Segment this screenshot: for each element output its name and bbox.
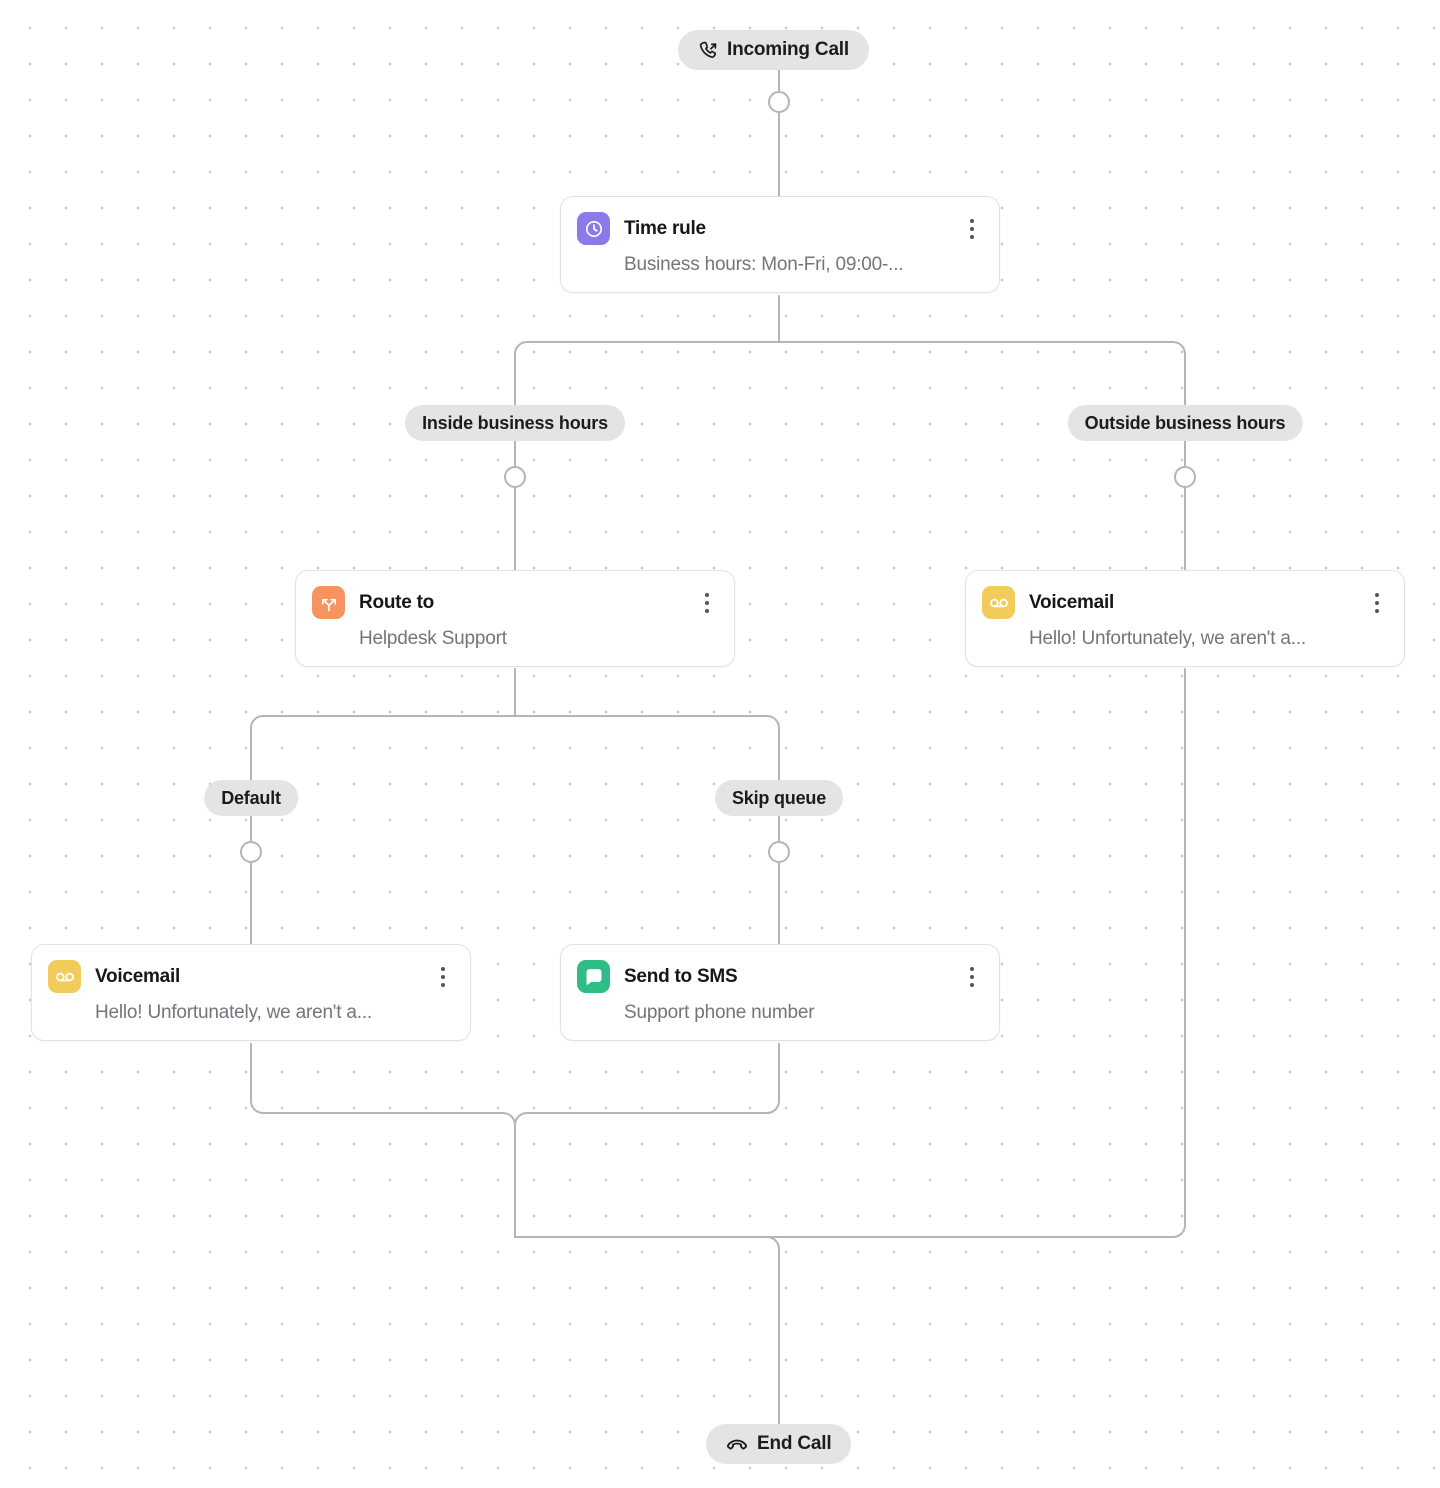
node-header: Send to SMS xyxy=(577,960,983,993)
node-subtitle: Business hours: Mon-Fri, 09:00-... xyxy=(624,254,904,275)
phone-hangup-icon xyxy=(726,1433,748,1455)
route-fork-icon xyxy=(312,586,345,619)
edge-merge-default-branch xyxy=(250,1043,516,1238)
node-title: Send to SMS xyxy=(624,965,738,987)
more-vertical-icon[interactable] xyxy=(1366,590,1388,616)
incoming-call-label: Incoming Call xyxy=(727,39,849,60)
edge-split-right-business-hours xyxy=(778,341,1186,406)
branch-label-text: Skip queue xyxy=(731,787,827,808)
edge-final-merge-to-endcall xyxy=(514,1236,780,1425)
more-vertical-icon[interactable] xyxy=(432,964,454,990)
node-route-to[interactable]: Route to Helpdesk Support xyxy=(295,570,735,667)
connector-dot-skipqueue[interactable] xyxy=(768,841,790,863)
node-send-to-sms[interactable]: Send to SMS Support phone number xyxy=(560,944,1000,1041)
message-bubble-icon xyxy=(577,960,610,993)
node-header: Voicemail xyxy=(982,586,1388,619)
end-call-label: End Call xyxy=(757,1433,832,1454)
edge-split-left-default xyxy=(250,715,516,781)
branch-label-inside-business-hours[interactable]: Inside business hours xyxy=(405,405,625,441)
node-voicemail-outside[interactable]: Voicemail Hello! Unfortunately, we aren'… xyxy=(965,570,1405,667)
node-subtitle: Hello! Unfortunately, we aren't a... xyxy=(1029,628,1306,649)
connector-dot-default[interactable] xyxy=(240,841,262,863)
node-title: Route to xyxy=(359,591,435,613)
branch-label-default[interactable]: Default xyxy=(204,780,298,816)
node-header: Voicemail xyxy=(48,960,454,993)
node-subtitle: Helpdesk Support xyxy=(359,628,507,649)
node-header: Route to xyxy=(312,586,718,619)
node-title: Voicemail xyxy=(1029,591,1115,613)
phone-incoming-icon xyxy=(698,40,718,60)
edge-split-right-skipqueue xyxy=(514,715,780,781)
clock-icon xyxy=(577,212,610,245)
branch-label-text: Outside business hours xyxy=(1084,412,1286,433)
end-call-pill[interactable]: End Call xyxy=(706,1424,852,1464)
node-title: Time rule xyxy=(624,217,706,239)
node-subtitle: Hello! Unfortunately, we aren't a... xyxy=(95,1002,372,1023)
branch-label-text: Inside business hours xyxy=(422,412,608,433)
connector-dot-inside[interactable] xyxy=(504,466,526,488)
node-time-rule[interactable]: Time rule Business hours: Mon-Fri, 09:00… xyxy=(560,196,1000,293)
edge-split-left-business-hours xyxy=(514,341,780,406)
more-vertical-icon[interactable] xyxy=(961,964,983,990)
voicemail-icon xyxy=(982,586,1015,619)
node-voicemail-default[interactable]: Voicemail Hello! Unfortunately, we aren'… xyxy=(31,944,471,1041)
node-subtitle: Support phone number xyxy=(624,1002,815,1023)
connector-dot-start[interactable] xyxy=(768,91,790,113)
node-title: Voicemail xyxy=(95,965,181,987)
more-vertical-icon[interactable] xyxy=(696,590,718,616)
branch-label-skip-queue[interactable]: Skip queue xyxy=(714,780,844,816)
incoming-call-pill[interactable]: Incoming Call xyxy=(678,30,869,70)
voicemail-icon xyxy=(48,960,81,993)
node-header: Time rule xyxy=(577,212,983,245)
branch-label-outside-business-hours[interactable]: Outside business hours xyxy=(1067,405,1303,441)
edge-merge-skipqueue-branch xyxy=(514,1043,780,1238)
more-vertical-icon[interactable] xyxy=(961,216,983,242)
connector-dot-outside[interactable] xyxy=(1174,466,1196,488)
branch-label-text: Default xyxy=(221,787,281,808)
